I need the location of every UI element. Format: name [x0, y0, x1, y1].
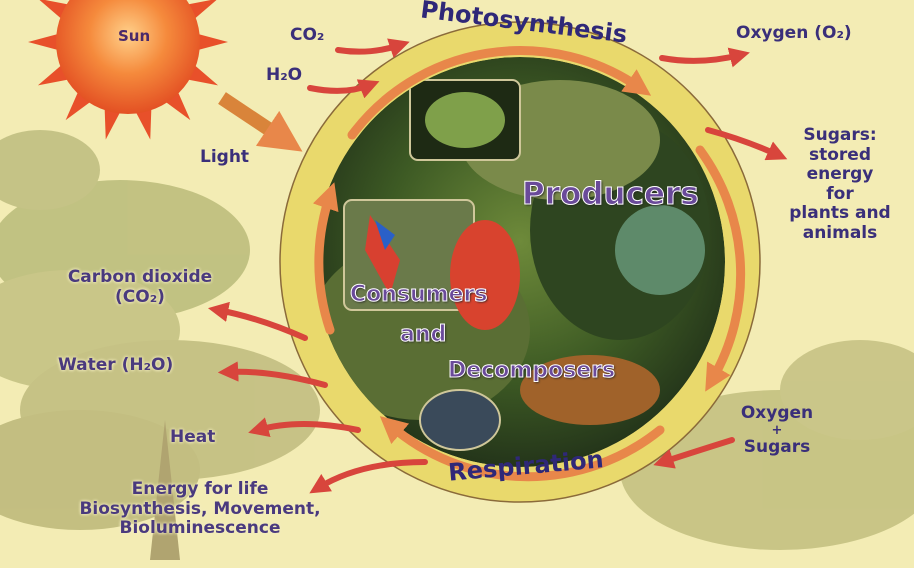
oxygen-output-label: Oxygen (O₂): [736, 24, 852, 44]
co2-in-arrow: [338, 45, 400, 52]
light-arrow: [222, 98, 285, 140]
and-label: and: [400, 322, 446, 347]
co2-input-label: CO₂: [290, 26, 324, 46]
oxygen-out-arrow: [662, 55, 740, 61]
respiration-inputs-label: Oxygen + Sugars: [736, 404, 818, 458]
sugars-output-label: Sugars: stored energy for plants and ani…: [778, 126, 902, 243]
light-label: Light: [200, 148, 249, 168]
co2-output-label: Carbon dioxide (CO₂): [60, 268, 220, 307]
consumers-label: Consumers: [350, 282, 487, 307]
sun-label: Sun: [118, 28, 150, 45]
decomposers-label: Decomposers: [448, 358, 615, 383]
h2o-input-label: H₂O: [266, 66, 302, 86]
h2o-in-arrow: [310, 85, 370, 91]
heat-output-label: Heat: [170, 428, 215, 448]
producers-label: Producers: [522, 176, 699, 212]
water-output-label: Water (H₂O): [58, 356, 173, 376]
sun-icon: [28, 0, 228, 139]
energy-output-label: Energy for life Biosynthesis, Movement, …: [55, 480, 345, 539]
